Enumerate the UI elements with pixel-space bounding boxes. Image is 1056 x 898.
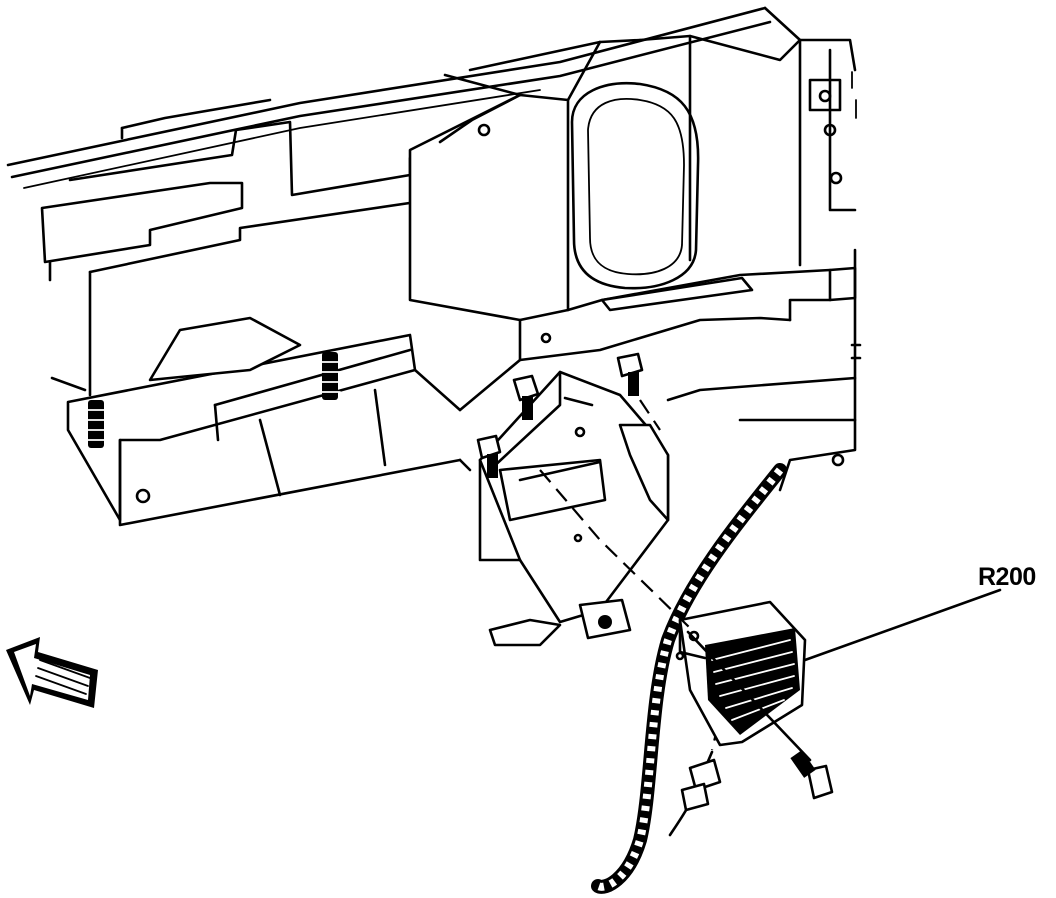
bracket-bolt-upper-right xyxy=(616,352,644,396)
resistor-electrical-connector xyxy=(668,724,722,837)
resistor-mounting-bracket xyxy=(478,370,670,647)
bracket-bolt-upper-left xyxy=(512,374,540,420)
screw-installation-line xyxy=(686,630,812,762)
resistor-retaining-screw xyxy=(790,750,834,800)
panel-fastener-center xyxy=(319,352,341,400)
vehicle-front-direction-arrow xyxy=(6,637,98,708)
callout-leader-line xyxy=(803,588,1002,662)
callout-label-r200: R200 xyxy=(978,563,1036,591)
wiring-harness xyxy=(591,463,787,894)
blower-housing xyxy=(566,34,862,422)
hvac-duct-housing xyxy=(40,38,642,397)
resistor-alignment-line xyxy=(539,469,691,629)
panel-fastener-left xyxy=(85,400,109,448)
bolt-alignment-line-right xyxy=(639,399,661,431)
bracket-bolt-lower-left xyxy=(476,434,502,478)
lower-dash-panel xyxy=(66,298,857,527)
dash-panel-top-edge xyxy=(6,6,857,189)
blower-motor-resistor xyxy=(675,600,807,747)
